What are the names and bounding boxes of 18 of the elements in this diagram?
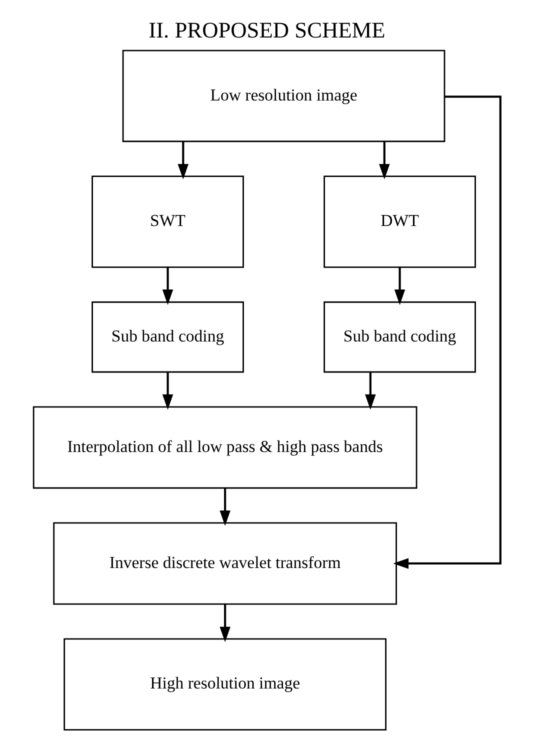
arrow [178, 142, 189, 180]
arrow [394, 267, 406, 305]
arrow [393, 96, 502, 569]
arrow [379, 142, 390, 180]
node-box: Inverse discrete wavelet transform [53, 522, 397, 605]
node-box: Interpolation of all low pass & high pass bands [32, 406, 418, 489]
node-box: Sub band coding [92, 301, 244, 373]
arrow [162, 267, 174, 305]
arrow [220, 604, 230, 642]
arrow [162, 372, 174, 410]
node-box: Low resolution image [122, 50, 446, 142]
node-box: High resolution image [64, 638, 386, 730]
node-box: SWT [92, 176, 244, 268]
diagram-title: II. PROPOSED SCHEME [148, 18, 386, 43]
arrow [365, 372, 376, 410]
node-box: DWT [324, 176, 476, 268]
node-box: Sub band coding [324, 301, 476, 373]
arrow [220, 488, 230, 526]
